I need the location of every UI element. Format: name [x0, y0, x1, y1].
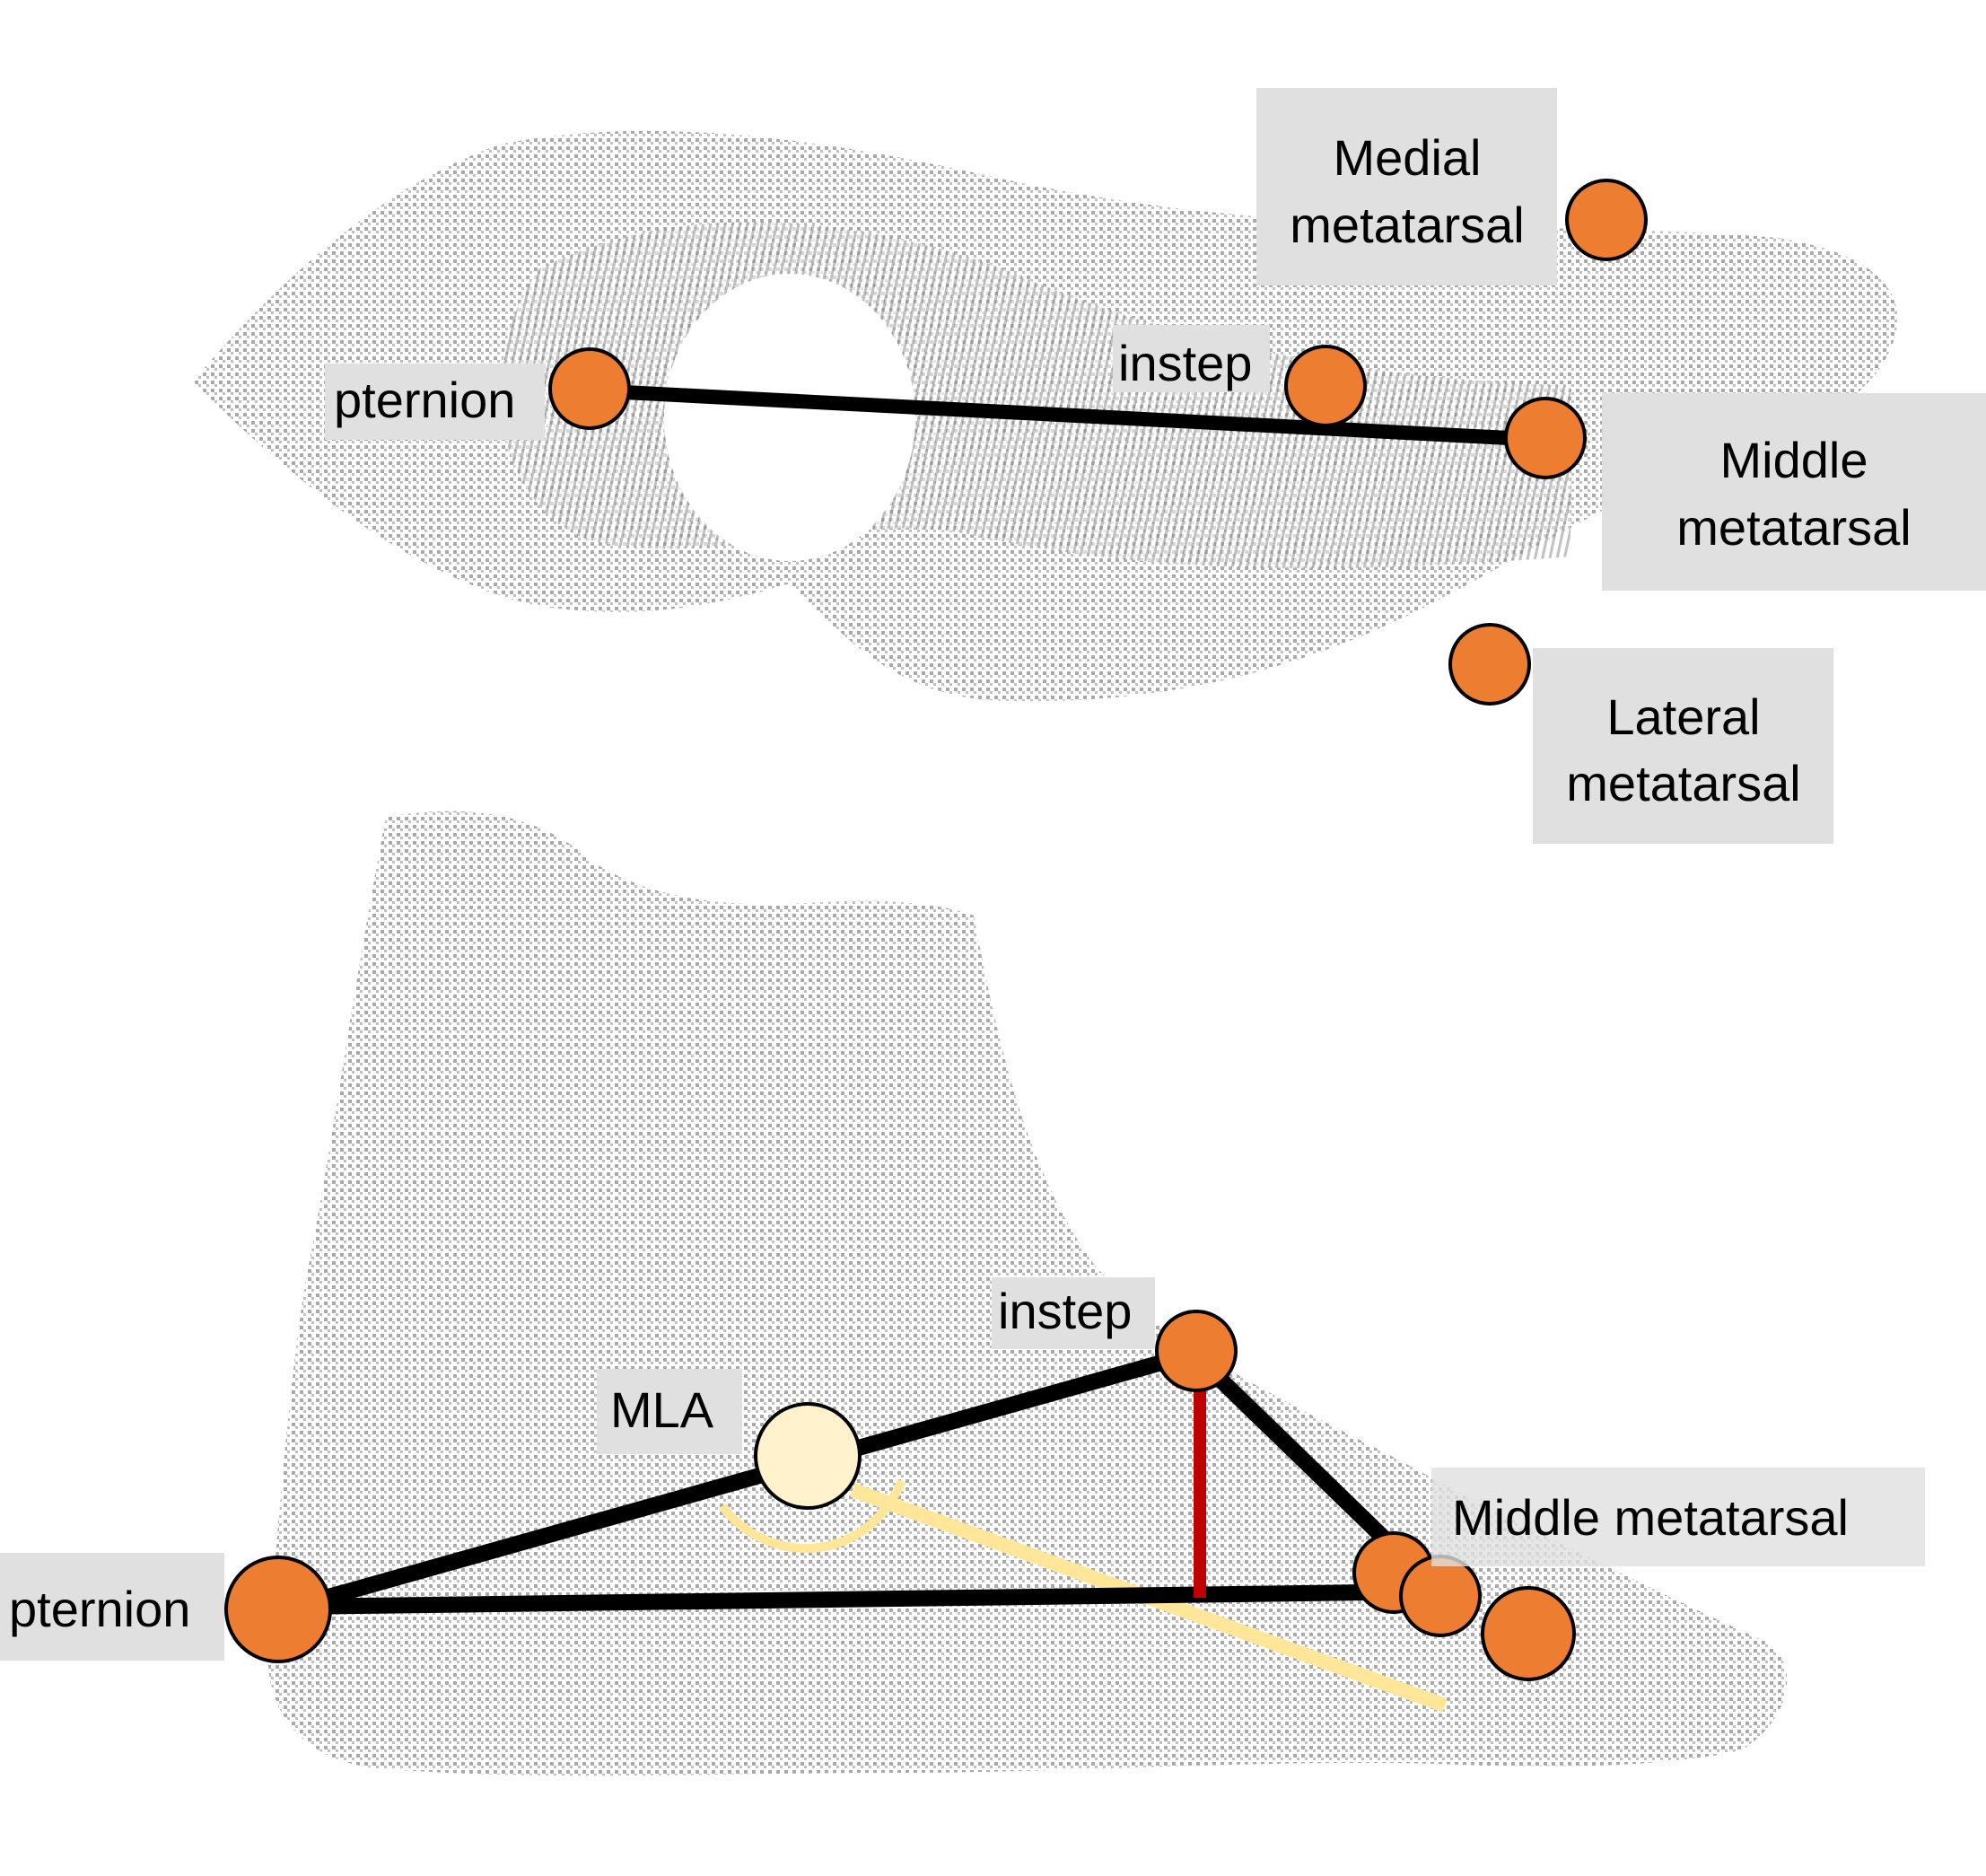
- top-label-medial-line2: metatarsal: [1290, 197, 1524, 253]
- top-label-instep: instep: [1118, 335, 1252, 391]
- side-label-box-instep: [992, 1277, 1155, 1349]
- top-label-box-instep: [1113, 325, 1270, 392]
- side-landmark-middle-metatarsal: [1399, 1555, 1482, 1637]
- top-landmark-pternion: [548, 347, 631, 430]
- side-label-middle-metatarsal: Middle metatarsal: [1452, 1489, 1849, 1546]
- side-landmark-pternion: [224, 1556, 332, 1663]
- side-label-box-middle-metatarsal: [1431, 1468, 1925, 1566]
- side-label-box-pternion: [0, 1553, 224, 1661]
- side-view: instep MLA pternion Middle metatarsal: [0, 811, 1925, 1776]
- top-label-medial-line1: Medial: [1334, 129, 1482, 186]
- side-landmark-mla: [754, 1402, 862, 1510]
- top-label-box-lateral-metatarsal: [1533, 648, 1833, 844]
- top-label-box-pternion: [325, 364, 545, 440]
- top-label-pternion: pternion: [334, 372, 515, 428]
- side-label-mla: MLA: [610, 1381, 714, 1438]
- side-pternion-to-metatarsal-line: [293, 1583, 1437, 1615]
- top-label-lateral-line2: metatarsal: [1566, 755, 1800, 811]
- side-landmark-toe: [1481, 1586, 1576, 1681]
- top-ankle-hole: [664, 274, 915, 561]
- top-label-middle-line1: Middle: [1720, 432, 1868, 488]
- top-label-box-medial-metatarsal: [1256, 88, 1557, 285]
- side-label-box-mla: [597, 1369, 742, 1454]
- top-label-lateral-line1: Lateral: [1606, 688, 1760, 745]
- top-view: Medial metatarsal Middle metatarsal Late…: [193, 88, 1986, 844]
- top-label-box-middle-metatarsal: [1602, 393, 1986, 591]
- top-label-middle-line2: metatarsal: [1676, 499, 1911, 556]
- side-label-instep: instep: [998, 1283, 1132, 1339]
- side-label-pternion: pternion: [9, 1581, 190, 1637]
- top-landmark-lateral-metatarsal: [1448, 623, 1531, 706]
- top-landmark-instep: [1284, 345, 1367, 427]
- top-landmark-middle-metatarsal: [1504, 397, 1587, 479]
- top-landmark-medial-metatarsal: [1565, 179, 1648, 261]
- side-pternion-to-instep-line: [291, 1346, 1196, 1615]
- top-pternion-to-middle-metatarsal-line: [589, 383, 1544, 447]
- side-landmark-instep: [1155, 1310, 1238, 1392]
- mla-angle-arc: [718, 1478, 906, 1553]
